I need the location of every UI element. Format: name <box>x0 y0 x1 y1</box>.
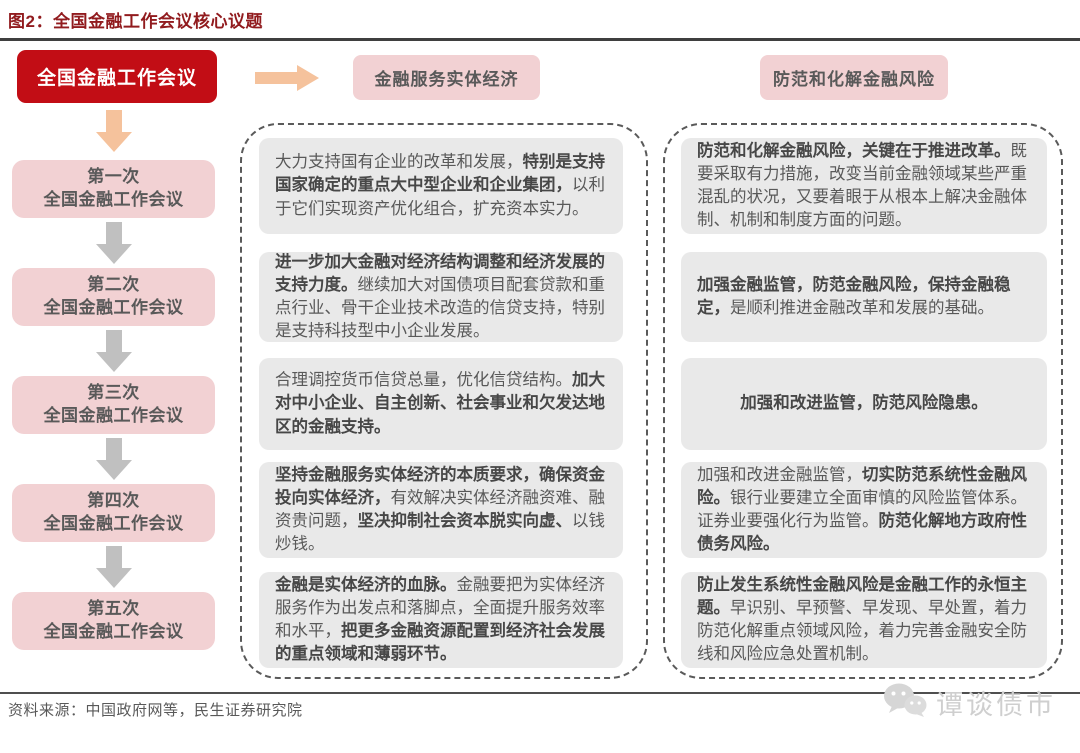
meeting-box-5: 第五次 全国金融工作会议 <box>12 592 215 650</box>
panel-serve-economy <box>240 123 648 679</box>
box-text: 大力支持国有企业的改革和发展，特别是支持国家确定的重点大中型企业和企业集团，以利… <box>275 153 605 218</box>
box-text: 加强和改进金融监管，切实防范系统性金融风险。银行业要建立全面审慎的风险监管体系。… <box>697 465 1027 554</box>
arrow-right-icon <box>255 65 319 91</box>
meeting-box-3: 第三次 全国金融工作会议 <box>12 376 215 434</box>
prevent-risk-box-2: 加强金融监管，防范金融风险，保持金融稳定，是顺利推进金融改革和发展的基础。 <box>681 252 1047 342</box>
serve-economy-box-1: 大力支持国有企业的改革和发展，特别是支持国家确定的重点大中型企业和企业集团，以利… <box>259 138 623 234</box>
box-text: 防止发生系统性金融风险是金融工作的永恒主题。早识别、早预警、早发现、早处置，着力… <box>697 575 1027 664</box>
title-divider <box>0 38 1080 41</box>
arrow-shaft <box>255 72 297 84</box>
arrow-down-icon <box>96 222 132 264</box>
wechat-icon <box>882 681 936 724</box>
serve-economy-box-5: 金融是实体经济的血脉。金融要把为实体经济服务作为出发点和落脚点，全面提升服务效率… <box>259 572 623 668</box>
prevent-risk-box-3: 加强和改进监管，防范风险隐患。 <box>681 358 1047 450</box>
arrow-down-icon <box>96 330 132 372</box>
meeting-box-1: 第一次 全国金融工作会议 <box>12 160 215 218</box>
arrow-down-icon <box>96 438 132 480</box>
arrow-shaft <box>106 222 122 244</box>
serve-economy-box-4: 坚持金融服务实体经济的本质要求，确保资金投向实体经济，有效解决实体经济融资难、融… <box>259 462 623 558</box>
serve-economy-box-3: 合理调控货币信贷总量，优化信贷结构。加大对中小企业、自主创新、社会事业和欠发达地… <box>259 358 623 450</box>
arrow-head <box>96 568 132 588</box>
watermark: 谭谈债市 <box>882 680 1078 724</box>
arrow-shaft <box>106 330 122 352</box>
arrow-down-icon <box>96 110 132 152</box>
figure-title: 图2：全国金融工作会议核心议题 <box>8 12 263 31</box>
box-text: 合理调控货币信贷总量，优化信贷结构。加大对中小企业、自主创新、社会事业和欠发达地… <box>275 371 605 436</box>
arrow-head <box>96 460 132 480</box>
prevent-risk-box-4: 加强和改进金融监管，切实防范系统性金融风险。银行业要建立全面审慎的风险监管体系。… <box>681 462 1047 558</box>
arrow-shaft <box>106 438 122 460</box>
arrow-head <box>96 132 132 152</box>
column-header-prevent-risk: 防范和化解金融风险 <box>760 55 948 100</box>
arrow-head <box>96 352 132 372</box>
meeting-box-2: 第二次 全国金融工作会议 <box>12 268 215 326</box>
footer-divider <box>0 692 1080 694</box>
arrow-down-icon <box>96 546 132 588</box>
serve-economy-box-2: 进一步加大金融对经济结构调整和经济发展的支持力度。继续加大对国债项目配套贷款和重… <box>259 252 623 342</box>
box-text: 防范和化解金融风险，关键在于推进改革。既要采取有力措施，改变当前金融领域某些严重… <box>697 141 1027 230</box>
arrow-shaft <box>106 546 122 568</box>
box-text: 坚持金融服务实体经济的本质要求，确保资金投向实体经济，有效解决实体经济融资难、融… <box>275 465 605 554</box>
prevent-risk-box-5: 防止发生系统性金融风险是金融工作的永恒主题。早识别、早预警、早发现、早处置，着力… <box>681 572 1047 668</box>
prevent-risk-box-1: 防范和化解金融风险，关键在于推进改革。既要采取有力措施，改变当前金融领域某些严重… <box>681 138 1047 234</box>
arrow-shaft <box>106 110 122 132</box>
panel-prevent-risk <box>663 123 1063 679</box>
box-text: 金融是实体经济的血脉。金融要把为实体经济服务作为出发点和落脚点，全面提升服务效率… <box>275 575 605 664</box>
box-text: 加强金融监管，防范金融风险，保持金融稳定，是顺利推进金融改革和发展的基础。 <box>697 275 1011 317</box>
root-meeting-box: 全国金融工作会议 <box>17 50 217 103</box>
box-text: 进一步加大金融对经济结构调整和经济发展的支持力度。继续加大对国债项目配套贷款和重… <box>275 252 605 341</box>
arrow-head <box>96 244 132 264</box>
arrow-head <box>297 65 319 91</box>
column-header-serve-economy: 金融服务实体经济 <box>353 55 540 100</box>
meeting-box-4: 第四次 全国金融工作会议 <box>12 484 215 542</box>
watermark-label: 谭谈债市 <box>936 689 1056 720</box>
source-note: 资料来源：中国政府网等，民生证券研究院 <box>8 702 303 719</box>
box-text: 加强和改进监管，防范风险隐患。 <box>740 394 988 413</box>
